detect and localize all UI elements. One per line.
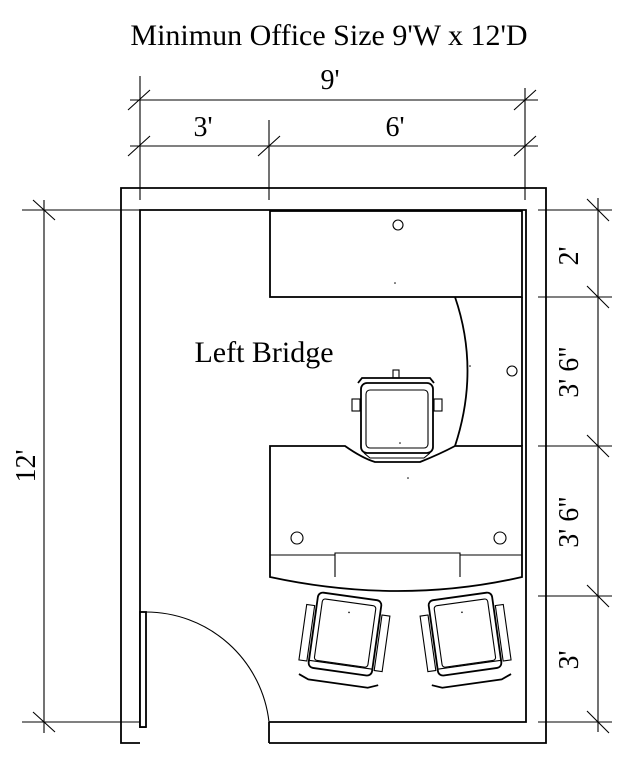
credenza	[269, 210, 523, 298]
dim-segment-4: 3'	[554, 650, 585, 669]
door-leaf	[139, 611, 147, 728]
dim-segment-3: 3' 6"	[554, 496, 585, 547]
dim-segment-1: 2'	[554, 246, 585, 265]
top-dimension-segments: 3' 6'	[127, 112, 538, 200]
grommet-hole	[290, 531, 304, 545]
right-dimension-segments: 2' 3' 6" 3' 6" 3'	[538, 198, 612, 734]
dim-overall-depth: 12'	[11, 449, 42, 482]
dim-left-width: 3'	[193, 112, 212, 143]
guest-chair-left	[298, 591, 391, 689]
top-dimension-overall: 9'	[127, 65, 538, 200]
plan-title: Minimun Office Size 9'W x 12'D	[130, 19, 527, 52]
grommet-hole	[506, 365, 518, 377]
dim-right-width: 6'	[385, 112, 404, 143]
dim-overall-width: 9'	[320, 65, 339, 96]
door-swing-arc	[145, 611, 270, 723]
dim-segment-2: 3' 6"	[554, 346, 585, 397]
grommet-hole	[392, 219, 404, 231]
room-label: Left Bridge	[194, 336, 333, 369]
bridge-desk	[454, 296, 523, 447]
grommet-hole	[493, 531, 507, 545]
desk-chair	[351, 369, 443, 459]
door	[139, 611, 270, 728]
guest-chair-right	[419, 591, 512, 689]
main-desk	[269, 445, 523, 592]
